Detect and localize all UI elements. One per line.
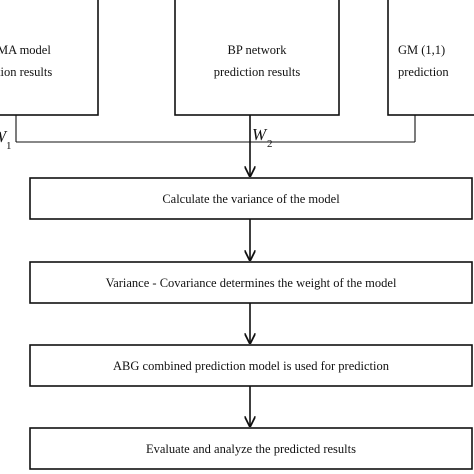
step-1-label: Calculate the variance of the model [162, 192, 340, 206]
box-gm-results [387, 0, 474, 116]
step-2-box [29, 261, 473, 304]
weight-w1-symbol: W [0, 127, 8, 146]
box-gm-line1: GM (1,1) [398, 43, 445, 57]
box-bp-results [174, 0, 340, 116]
step-1-box [29, 177, 473, 220]
box-arima-line1: MA model [0, 43, 51, 57]
box-bp-line2: prediction results [214, 65, 301, 79]
box-bp-line1: BP network [228, 43, 288, 57]
step-3-box [29, 344, 473, 387]
weight-w2-subscript: 2 [267, 138, 273, 150]
weight-w1-subscript: 1 [6, 140, 12, 152]
step-4-box [29, 427, 473, 470]
weight-w2-symbol: W [252, 125, 268, 144]
step-3-label: ABG combined prediction model is used fo… [113, 359, 390, 373]
step-4-label: Evaluate and analyze the predicted resul… [146, 442, 356, 456]
box-gm-line2: prediction [398, 65, 449, 79]
step-2-label: Variance - Covariance determines the wei… [106, 276, 397, 290]
box-arima-line2: tion results [0, 65, 52, 79]
box-arima-results [0, 0, 99, 116]
